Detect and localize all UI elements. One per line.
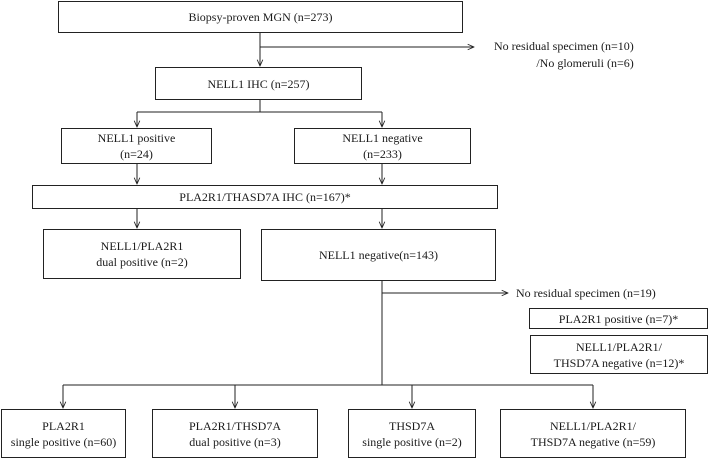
dual-positive-line-1: NELL1/PLA2R1 <box>100 239 184 253</box>
pla2r1-single-line-1: PLA2R1 <box>42 418 85 433</box>
exclusion-note-1: No residual specimen (n=10) /No glomerul… <box>494 38 634 72</box>
pla2r1-single-line-2: single positive (n=60) <box>10 434 117 449</box>
nell1-ihc-box: NELL1 IHC (n=257) <box>155 67 362 100</box>
biopsy-box: Biopsy-proven MGN (n=273) <box>58 1 463 33</box>
pla2r1-thsd7a-dual-box: PLA2R1/THSD7A dual positive (n=3) <box>152 409 318 458</box>
pla2r1-ihc-label: PLA2R1/THASD7A IHC (n=167)* <box>179 190 351 204</box>
triple-negative-line-2: THSD7A negative (n=59) <box>530 434 656 449</box>
nell1-ihc-label: NELL1 IHC (n=257) <box>207 76 310 91</box>
nell1-negative-line-1: NELL1 negative <box>342 131 423 145</box>
nell1-positive-line-1: NELL1 positive <box>97 131 176 145</box>
nell1-positive-line-2: (n=24) <box>120 147 153 161</box>
pla2r1-ihc-box: PLA2R1/THASD7A IHC (n=167)* <box>32 185 498 209</box>
nell1-positive-box: NELL1 positive (n=24) <box>61 128 212 164</box>
exclusion-line-1: No residual specimen (n=10) <box>494 39 634 53</box>
thsd7a-single-box: THSD7A single positive (n=2) <box>348 409 476 458</box>
biopsy-label: Biopsy-proven MGN (n=273) <box>188 10 333 24</box>
pla2r1-positive-note-label: PLA2R1 positive (n=7)* <box>558 311 679 326</box>
thsd7a-single-line-1: THSD7A <box>388 418 435 433</box>
triple-negative-note-box: NELL1/PLA2R1/ THSD7A negative (n=12)* <box>530 335 708 374</box>
nell1-negative-143-box: NELL1 negative(n=143) <box>261 229 496 281</box>
nell1-negative-line-2: (n=233) <box>363 147 402 161</box>
nell1-negative-box: NELL1 negative (n=233) <box>294 128 471 164</box>
pla2r1-thsd7a-dual-line-1: PLA2R1/THSD7A <box>188 418 281 433</box>
triple-negative-line-1: NELL1/PLA2R1/ <box>550 418 636 433</box>
exclusion-note-2: No residual specimen (n=19) <box>516 285 656 302</box>
pla2r1-single-box: PLA2R1 single positive (n=60) <box>1 409 126 458</box>
triple-negative-note-line-2: THSD7A negative (n=12)* <box>553 355 685 370</box>
triple-negative-box: NELL1/PLA2R1/ THSD7A negative (n=59) <box>500 409 686 458</box>
pla2r1-thsd7a-dual-line-2: dual positive (n=3) <box>189 434 281 449</box>
exclusion-line-2: /No glomeruli (n=6) <box>536 56 634 70</box>
dual-positive-line-2: dual positive (n=2) <box>96 255 188 269</box>
dual-positive-box: NELL1/PLA2R1 dual positive (n=2) <box>43 229 241 279</box>
thsd7a-single-line-2: single positive (n=2) <box>362 434 462 449</box>
exclusion2-line: No residual specimen (n=19) <box>516 286 656 300</box>
pla2r1-positive-note-box: PLA2R1 positive (n=7)* <box>529 308 708 329</box>
nell1-negative-143-label: NELL1 negative(n=143) <box>318 248 439 262</box>
triple-negative-note-line-1: NELL1/PLA2R1/ <box>576 339 662 354</box>
